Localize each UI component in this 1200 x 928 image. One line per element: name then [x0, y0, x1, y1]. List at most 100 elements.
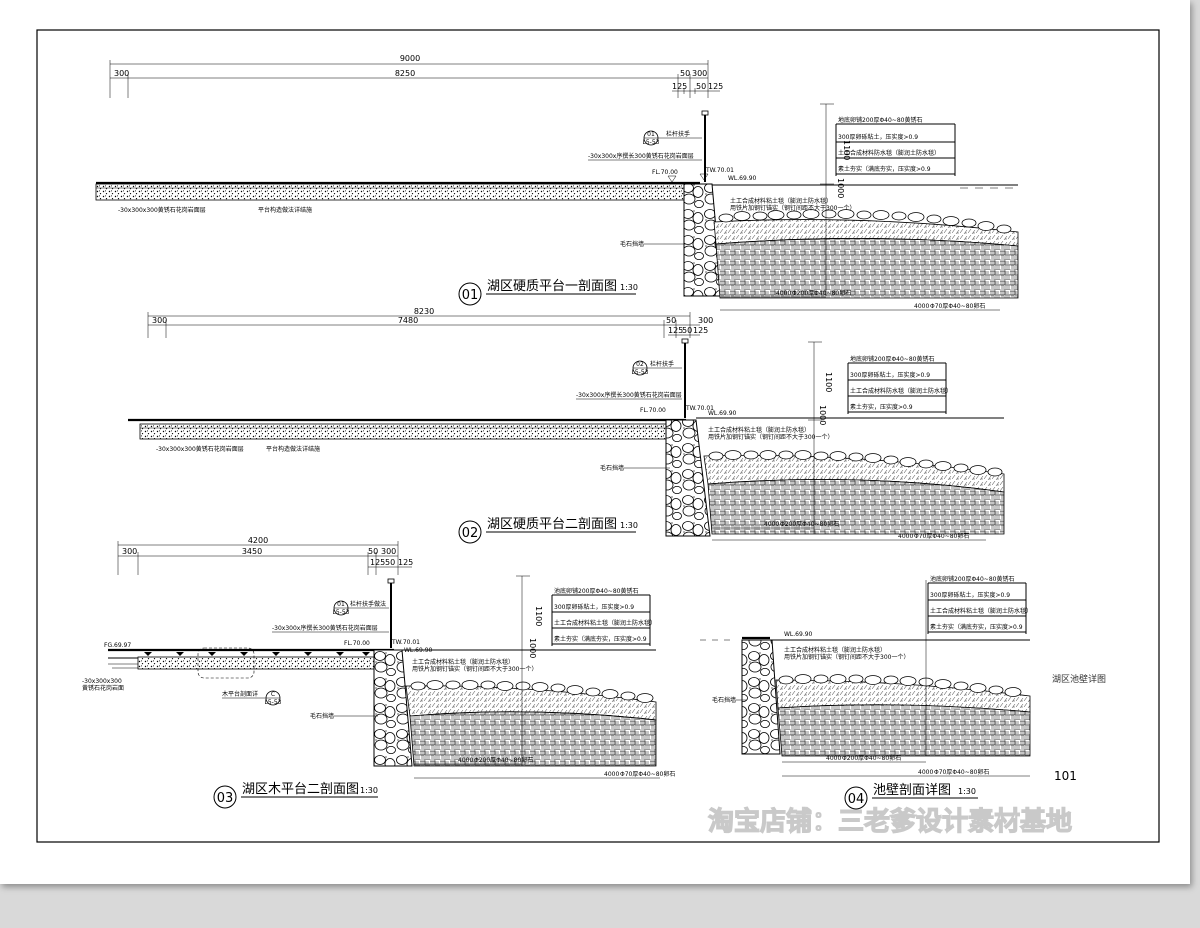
liner-note: 用铁片加钢钉锚实（钢钉间距不大于300一个）	[784, 653, 909, 661]
width-dim: 4000	[898, 533, 913, 540]
dim-total: 9000	[400, 54, 420, 63]
legend-item: 素土夯实（满底夯实，压实度>0.9	[930, 623, 1023, 631]
section-number-circle	[844, 786, 868, 810]
railing-label: 栏杆扶手	[650, 360, 674, 368]
section-scale: 1:30	[620, 283, 638, 292]
section-number: 01	[462, 288, 479, 303]
liner-note: 用铁片加钢钉锚实（钢钉间距不大于300一个）	[412, 665, 537, 673]
width-dim-sub: Φ70厚Φ40~80卵石	[914, 532, 969, 540]
legend-item: 素土夯实（满底夯实，压实度>0.9	[554, 635, 647, 643]
dim-main: 8250	[395, 69, 415, 78]
legend-item: 300厚卵砾粘土，压实度>0.9	[838, 133, 918, 141]
platform-slab	[139, 423, 667, 440]
width-dim-sub: Φ200厚Φ40~80卵石	[842, 754, 901, 762]
dim-50: 50	[666, 316, 676, 325]
legend-item: 300厚卵砾粘土，压实度>0.9	[850, 371, 930, 379]
pond-base-layer	[409, 711, 657, 767]
legend-item: 地底卵铺200厚Φ40~80黄锈石	[850, 355, 934, 363]
stone-wall-label: 毛石挡墙	[712, 696, 736, 704]
legend-item: 土工合成材料粘土毯（膨润土防水毯）	[930, 607, 1032, 615]
detail-ref-num: 02	[636, 361, 644, 368]
width-dim: 4000	[826, 755, 841, 762]
width-dim: 4000	[604, 771, 619, 778]
dim-300-left: 300	[122, 547, 137, 556]
tw-label: TW.70.01	[705, 167, 734, 174]
section-scale: 1:30	[360, 786, 378, 795]
dimension-chain-03: 4200 300 3450 50 300 125 50 125	[117, 536, 413, 575]
tw-label: TW.70.01	[391, 639, 420, 646]
pebble-row	[708, 450, 1003, 477]
pebble-row	[410, 680, 654, 703]
section-title: 湖区硬质平台二剖面图	[487, 517, 617, 532]
dim-125-left: 125	[370, 558, 385, 567]
stone-wall-label: 毛石挡墙	[620, 240, 644, 248]
liner-note: 用铁片加钢钉锚实（钢钉间距不大于300一个）	[708, 433, 833, 441]
section-scale: 1:30	[620, 521, 638, 530]
dim-50: 50	[680, 69, 690, 78]
platform-slab	[95, 183, 685, 201]
height-1100: 1100	[534, 606, 543, 626]
side-label: 湖区池壁详图	[1052, 673, 1106, 685]
layer-legend: 池底卵铺200厚Φ40~80黄锈石 300厚卵砾粘土，压实度>0.9 土工合成材…	[927, 575, 1032, 634]
pond-base-layer	[777, 704, 1031, 757]
dim-125-left: 125	[672, 82, 687, 91]
stone-wall-label: 毛石挡墙	[310, 712, 334, 720]
layer-legend: 地底卵铺200厚Φ40~80黄锈石 300厚卵砾粘土，压实度>0.9 土工合成材…	[847, 355, 952, 414]
width-dim-sub: Φ200厚Φ40~80卵石	[780, 520, 839, 528]
paving-bottom-note: -30x300x300	[82, 678, 122, 685]
dim-125-right: 125	[708, 82, 723, 91]
paving-bottom-note: -30x300x300黄锈石花岗岩面层	[118, 206, 206, 214]
width-dim-sub: Φ70厚Φ40~80卵石	[934, 768, 989, 776]
section-01: 9000 300 8250 50 300 125 50 125	[95, 54, 1019, 311]
liner-note: 用铁片加钢钉锚实（钢钉间距不大于300一个）	[730, 204, 855, 212]
dimension-chain-02: 8230 300 7480 50 300 125 50 125	[147, 307, 713, 338]
legend-item: 池底卵铺200厚Φ40~80黄锈石	[930, 575, 1014, 583]
width-dim: 4000	[776, 290, 791, 297]
section-number-circle	[213, 785, 237, 809]
dim-50: 50	[368, 547, 378, 556]
dim-300-left: 300	[114, 69, 129, 78]
stone-wall	[665, 419, 711, 537]
dim-main: 3450	[242, 547, 262, 556]
section-number: 02	[462, 526, 479, 541]
railing-label: 栏杆扶手	[666, 130, 690, 138]
legend-item: 素土夯实，压实度>0.9	[850, 403, 913, 411]
paving-bottom-note: 黄锈石花岗岩面	[82, 684, 124, 692]
height-1100: 1100	[824, 372, 833, 392]
legend-item: 地底卵铺200厚Φ40~80黄锈石	[838, 116, 922, 124]
detail-ref-num: 01	[647, 131, 655, 138]
height-1000: 1000	[818, 405, 827, 425]
detail-ref-sheet: L5-53	[632, 369, 649, 376]
width-dim-sub: Φ200厚Φ40~80卵石	[792, 289, 851, 297]
paving-bottom-note: -30x300x300黄锈石花岗岩面层	[156, 445, 244, 453]
paving-note: -30x300x序撰长300黄锈石花岗岩面层	[588, 152, 694, 160]
dim-50-low: 50	[682, 326, 692, 335]
section-03: 4200 300 3450 50 300 125 50 125	[82, 536, 675, 809]
stone-wall	[373, 649, 413, 767]
section-title: 池壁剖面详图	[873, 783, 951, 798]
dim-300-left: 300	[152, 316, 167, 325]
deck-ref-num: C	[271, 691, 275, 698]
section-number: 04	[848, 792, 865, 807]
width-dim-sub: Φ70厚Φ40~80卵石	[930, 302, 985, 310]
railing-label: 栏杆扶手做法	[350, 600, 386, 608]
structure-note: 平台构造做法详结施	[266, 445, 320, 453]
watermark: 淘宝店铺：三老爹设计素材基地	[708, 806, 1072, 837]
drawing-paper: 9000 300 8250 50 300 125 50 125	[0, 0, 1190, 884]
liner-note: 土工合成材料粘土毯（膨润土防水毯）	[412, 658, 514, 666]
liner-note: 土工合成材料粘土毯（膨润土防水毯）	[708, 426, 810, 434]
fg-label: FG.69.97	[104, 642, 131, 649]
dim-300-right: 300	[698, 316, 713, 325]
section-04: 池底卵铺200厚Φ40~80黄锈石 300厚卵砾粘土，压实度>0.9 土工合成材…	[700, 575, 1032, 810]
width-dim: 4000	[918, 769, 933, 776]
deck-joists	[144, 652, 370, 656]
section-number-circle	[458, 520, 482, 544]
legend-item: 300厚卵砾粘土，压实度>0.9	[930, 591, 1010, 599]
wl-label: WL.69.90	[728, 175, 757, 182]
dimension-chain-01: 9000 300 8250 50 300 125 50 125	[109, 54, 723, 98]
pond-base-layer	[707, 479, 1005, 535]
dim-50-low: 50	[696, 82, 706, 91]
width-dim: 4000	[914, 303, 929, 310]
paving-note: -30x300x序撰长300黄锈石花岗岩面层	[576, 391, 682, 399]
legend-item: 土工合成材料防水毯（膨润土防水毯）	[850, 387, 952, 395]
